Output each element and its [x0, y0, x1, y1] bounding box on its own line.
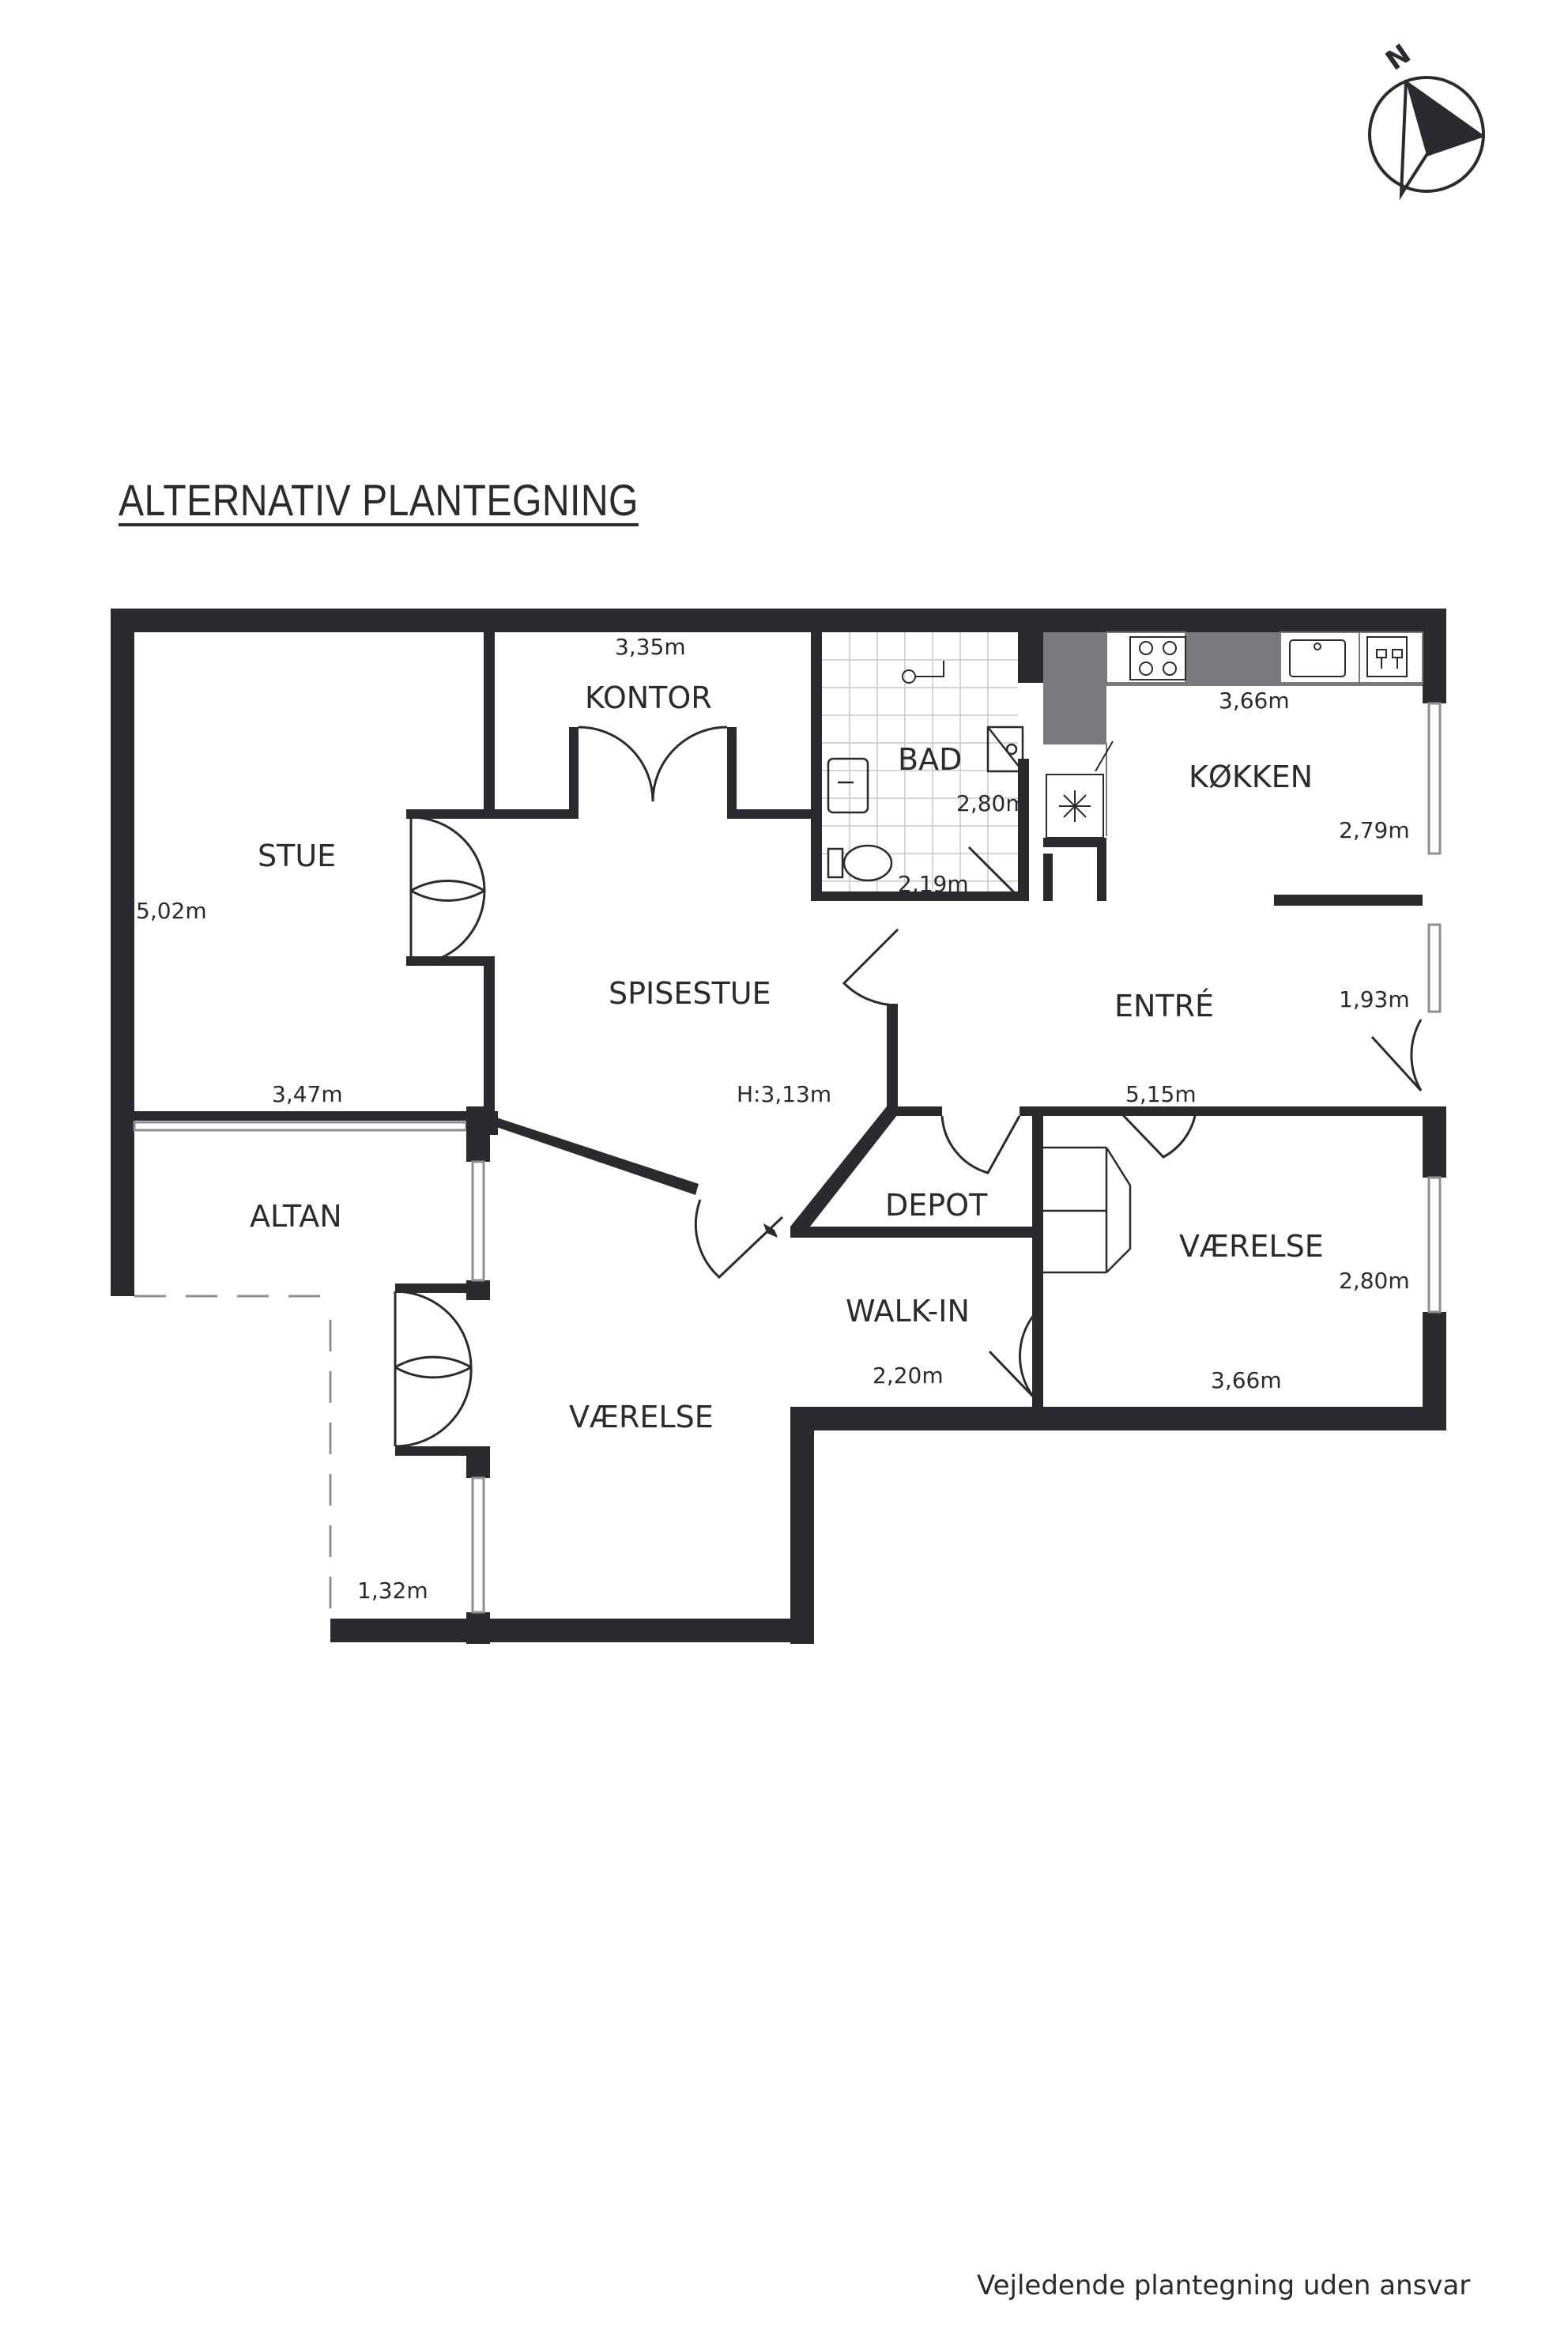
page-title: ALTERNATIV PLANTEGNING: [119, 475, 639, 525]
altan-door-walls: [395, 1283, 482, 1456]
disclaimer-text: Vejledende plantegning uden ansvar: [977, 2270, 1471, 2301]
room-label-stue: STUE: [258, 839, 336, 873]
room-label-kontor: KONTOR: [585, 680, 712, 715]
room-label-spisestue: SPISESTUE: [609, 976, 771, 1011]
dim-stue-width: 3,47m: [272, 1081, 343, 1107]
compass-north-label: N: [1380, 38, 1416, 77]
interior-walls: [134, 632, 1423, 1415]
kitchen-counter: [1043, 631, 1423, 836]
bathroom-tiles: [822, 632, 1018, 891]
shower-icon: [986, 726, 1024, 773]
outer-walls: [111, 609, 1446, 1644]
sink-icon: [1289, 639, 1346, 677]
dim-entre-width: 5,15m: [1125, 1081, 1197, 1107]
dim-bad-height: 2,80m: [956, 790, 1027, 816]
dim-walkin-width: 2,20m: [873, 1363, 944, 1389]
dim-kokken-width: 3,66m: [1219, 688, 1290, 714]
room-label-entre: ENTRÉ: [1114, 989, 1214, 1023]
room-label-altan: ALTAN: [250, 1199, 342, 1234]
dim-kokken-height: 2,79m: [1339, 817, 1410, 843]
fridge-icon: [1046, 774, 1104, 839]
dim-stue-height: 5,02m: [136, 898, 207, 924]
room-label-bad: BAD: [898, 742, 962, 777]
dishwasher-icon: [1366, 636, 1408, 677]
dim-vaerelse-right-height: 2,80m: [1339, 1268, 1410, 1294]
compass-icon: N: [1368, 38, 1486, 201]
doors: [394, 726, 1423, 1448]
fridge-door-line: [1095, 741, 1114, 772]
stove-icon: [1129, 636, 1186, 680]
room-label-depot: DEPOT: [885, 1188, 988, 1223]
toilet-icon: [827, 844, 893, 882]
room-label-vaerelse-right: VÆRELSE: [1179, 1229, 1324, 1264]
room-label-kokken: KØKKEN: [1189, 760, 1313, 794]
dim-kontor-width: 3,35m: [615, 634, 686, 660]
room-label-walkin: WALK-IN: [846, 1294, 970, 1329]
dim-spisestue-ceiling: H:3,13m: [737, 1081, 831, 1107]
washbasin-icon: [827, 757, 869, 814]
wardrobe: [1043, 1146, 1132, 1274]
dim-vaerelse-right-width: 3,66m: [1211, 1367, 1282, 1393]
dim-altan-width: 1,32m: [357, 1577, 428, 1604]
room-label-vaerelse-bottom: VÆRELSE: [569, 1400, 714, 1434]
towel-heater-icon: [902, 661, 944, 684]
dim-bad-width: 2,19m: [898, 871, 969, 897]
balcony-edge: [134, 1295, 332, 1628]
dim-entre-height: 1,93m: [1339, 986, 1410, 1012]
